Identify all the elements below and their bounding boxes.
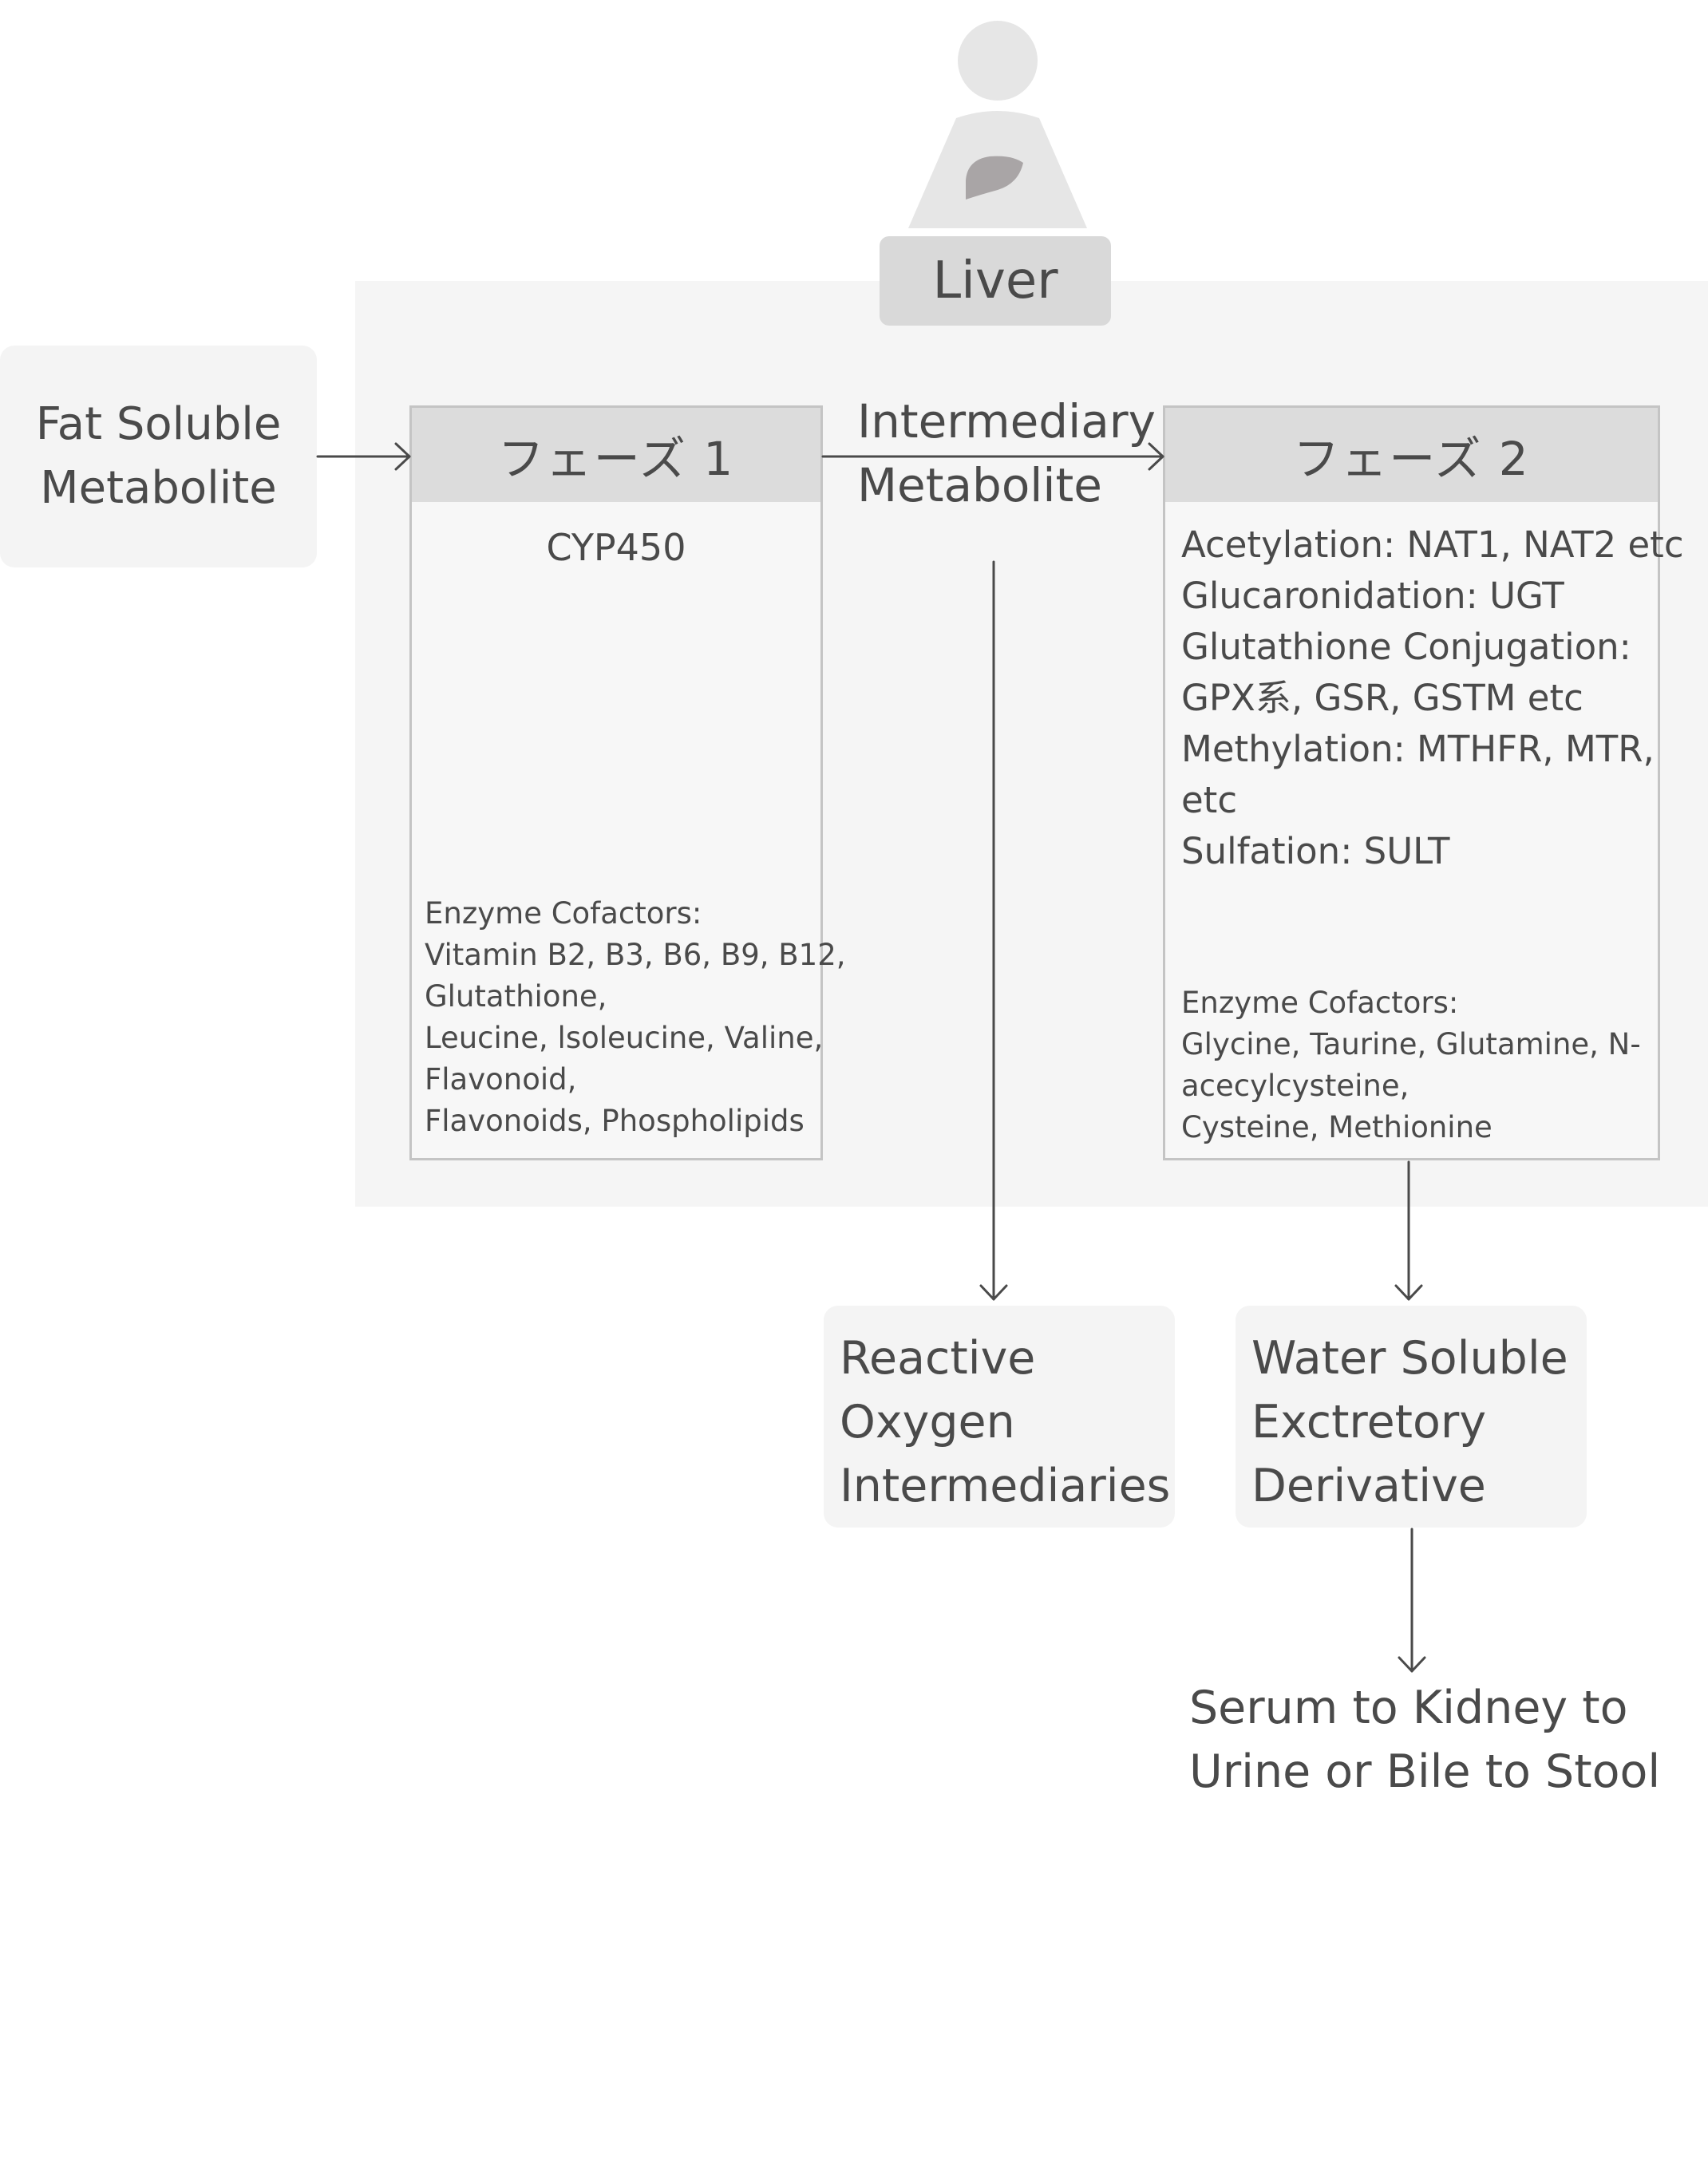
liver-organ-icon bbox=[966, 156, 1023, 200]
water-soluble-line: Water Soluble bbox=[1251, 1332, 1568, 1385]
cofactor-line: Enzyme Cofactors: bbox=[425, 896, 702, 931]
excretion-route-label: Serum to Kidney to Urine or Bile to Stoo… bbox=[1189, 1676, 1660, 1804]
arrow-water-soluble-to-excretion-head bbox=[1398, 1656, 1426, 1673]
person-head-shape bbox=[958, 21, 1038, 101]
cofactor-line: Flavonoids, Phospholipids bbox=[425, 1104, 805, 1138]
reaction-line: Methylation: MTHFR, MTR, bbox=[1181, 728, 1655, 770]
ros-line: Reactive bbox=[840, 1332, 1036, 1385]
phase1-box: フェーズ 1 CYP450 Enzyme Cofactors: Vitamin … bbox=[409, 405, 846, 1160]
person-liver-icon bbox=[908, 21, 1087, 228]
phase2-cofactors: Enzyme Cofactors: Glycine, Taurine, Glut… bbox=[1181, 982, 1652, 1148]
phase1-cofactors: Enzyme Cofactors: Vitamin B2, B3, B6, B9… bbox=[425, 893, 846, 1142]
arrow-intermediate-to-ros-head bbox=[979, 1284, 1008, 1301]
excretion-line: Urine or Bile to Stool bbox=[1189, 1745, 1661, 1798]
phase2-box: フェーズ 2 Acetylation: NAT1, NAT2 etc Gluca… bbox=[1163, 405, 1684, 1160]
cofactor-line: Vitamin B2, B3, B6, B9, B12, bbox=[425, 938, 846, 972]
fat-soluble-metabolite-box: Fat Soluble Metabolite bbox=[0, 346, 317, 567]
cofactor-line: Glutathione, bbox=[425, 979, 607, 1014]
phase2-reactions: Acetylation: NAT1, NAT2 etc Glucaronidat… bbox=[1181, 520, 1684, 877]
intermediary-metabolite-label: Intermediary Metabolite bbox=[857, 389, 1156, 517]
cofactor-line: Cysteine, Methionine bbox=[1181, 1110, 1493, 1144]
arrow-phase2-to-water-soluble-head bbox=[1394, 1284, 1423, 1301]
intermediary-line: Metabolite bbox=[857, 458, 1102, 512]
reaction-line: Acetylation: NAT1, NAT2 etc bbox=[1181, 524, 1684, 566]
liver-label: Liver bbox=[880, 236, 1111, 326]
cofactor-line: Leucine, lsoleucine, Valine, bbox=[425, 1021, 824, 1055]
liver-label-text: Liver bbox=[932, 251, 1058, 310]
reaction-line: etc bbox=[1181, 779, 1238, 821]
water-soluble-line: Exctretory bbox=[1251, 1396, 1487, 1449]
reaction-line: Glucaronidation: UGT bbox=[1181, 575, 1564, 617]
excretion-line: Serum to Kidney to bbox=[1189, 1682, 1628, 1734]
cofactor-line: Enzyme Cofactors: bbox=[1181, 986, 1459, 1020]
cofactor-line: acecylcysteine, bbox=[1181, 1069, 1409, 1103]
cofactor-line: Glycine, Taurine, Glutamine, N- bbox=[1181, 1027, 1641, 1061]
phase2-title: フェーズ 2 bbox=[1165, 408, 1658, 502]
ros-line: Oxygen bbox=[840, 1396, 1015, 1449]
ros-line: Intermediaries bbox=[840, 1460, 1171, 1512]
fat-soluble-line: Metabolite bbox=[40, 462, 277, 514]
fat-soluble-line: Fat Soluble bbox=[35, 398, 282, 450]
water-soluble-line: Derivative bbox=[1251, 1460, 1486, 1512]
water-soluble-derivative-box: Water Soluble Exctretory Derivative bbox=[1236, 1306, 1587, 1528]
phase1-title: フェーズ 1 bbox=[412, 408, 820, 502]
reaction-line: GPX系, GSR, GSTM etc bbox=[1181, 677, 1583, 719]
intermediary-line: Intermediary bbox=[857, 394, 1156, 449]
reaction-line: Glutathione Conjugation: bbox=[1181, 626, 1631, 668]
reaction-line: Sulfation: SULT bbox=[1181, 830, 1450, 872]
phase1-enzyme: CYP450 bbox=[546, 526, 686, 569]
reactive-oxygen-intermediaries-box: Reactive Oxygen Intermediaries bbox=[824, 1306, 1175, 1528]
cofactor-line: Flavonoid, bbox=[425, 1062, 577, 1097]
